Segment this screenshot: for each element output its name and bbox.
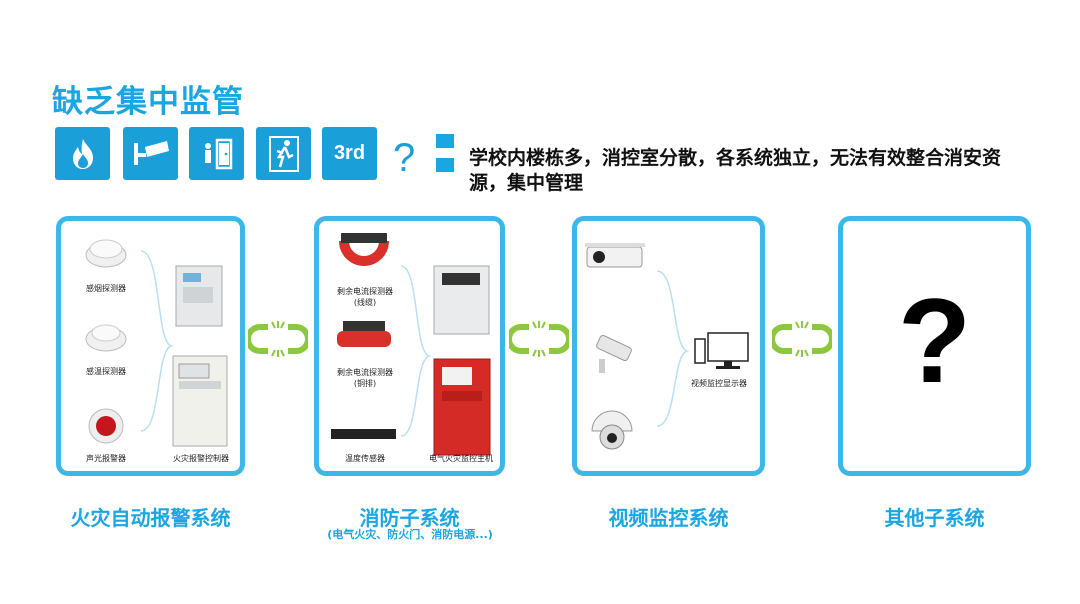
third-party-icon: 3rd: [322, 127, 377, 180]
fire-door-icon: [189, 127, 244, 180]
temperature-sensor-label: 温度传感器: [323, 453, 407, 464]
unknown-symbol: ?: [843, 281, 1026, 401]
fire-alarm-panel: 感烟探测器 感温探测器 声光报警器 火灾报警控制器: [56, 216, 245, 476]
link-icon: [509, 320, 569, 358]
bullet-marker-top: [436, 134, 454, 148]
problem-description: 学校内楼栋多，消控室分散，各系统独立，无法有效整合消安资源，集中管理: [469, 146, 1029, 196]
other-caption: 其他子系统: [838, 502, 1031, 531]
fire-subsystem-subcaption: (电气火灾、防火门、消防电源...): [300, 526, 520, 542]
rcd-busbar-label: 剩余电流探测器: [323, 367, 407, 378]
question-mark: ?: [393, 138, 415, 178]
other-subsystem-panel: ?: [838, 216, 1031, 476]
video-monitor-label: 视频监控显示器: [677, 378, 761, 389]
video-caption: 视频监控系统: [572, 502, 765, 531]
link-icon: [772, 320, 832, 358]
video-surveillance-panel: 视频监控显示器: [572, 216, 765, 476]
page-title: 缺乏集中监管: [52, 76, 244, 121]
fire-alarm-caption: 火灾自动报警系统: [56, 502, 245, 531]
heat-detector-label: 感温探测器: [71, 366, 141, 377]
rcd-cable-label: 剩余电流探测器: [323, 286, 407, 297]
fire-monitor-host-label: 电气火灾监控主机: [419, 453, 503, 464]
fire-subsystem-panel: 剩余电流探测器 (线缆) 剩余电流探测器 (铜排) 温度传感器 电气火灾监控主机: [314, 216, 505, 476]
rcd-cable-note: (线缆): [323, 297, 407, 308]
fire-controller-label: 火灾报警控制器: [161, 453, 241, 464]
sounder-label: 声光报警器: [71, 453, 141, 464]
rcd-busbar-note: (铜排): [323, 378, 407, 389]
cctv-camera-icon: [123, 127, 178, 180]
bullet-marker-bottom: [436, 158, 454, 172]
evacuation-sign-icon: [256, 127, 311, 180]
smoke-detector-label: 感烟探测器: [71, 283, 141, 294]
fire-icon: [55, 127, 110, 180]
link-icon: [248, 320, 308, 358]
